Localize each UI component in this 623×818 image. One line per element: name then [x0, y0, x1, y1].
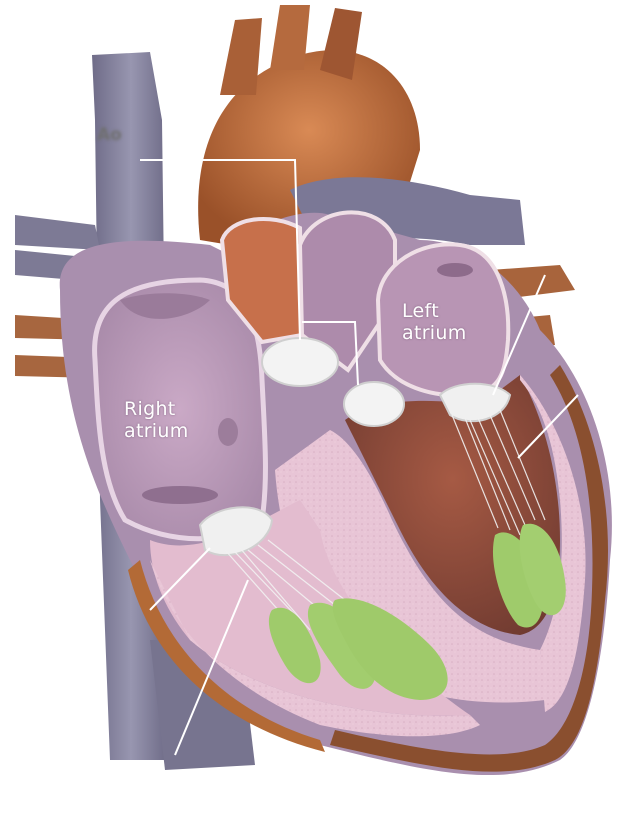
aortic-valve [344, 382, 404, 426]
blurred-label-text: Ao [97, 125, 122, 145]
right-atrium-opening-2 [218, 418, 238, 446]
pulmonary-valve [262, 338, 338, 386]
blurred-label: Ao [97, 126, 122, 145]
left-atrium-label-line-1: Left [402, 300, 467, 322]
right-atrium-label-line-1: Right [124, 398, 189, 420]
left-atrium-label-line-2: atrium [402, 322, 467, 344]
right-atrium-opening-1 [142, 486, 218, 504]
right-atrium-label: Right atrium [124, 398, 189, 442]
left-atrium-opening [437, 263, 473, 277]
left-atrium-label: Left atrium [402, 300, 467, 344]
aorta-branch-2 [270, 5, 310, 70]
right-atrium-label-line-2: atrium [124, 420, 189, 442]
aorta-branch-1 [220, 18, 262, 95]
